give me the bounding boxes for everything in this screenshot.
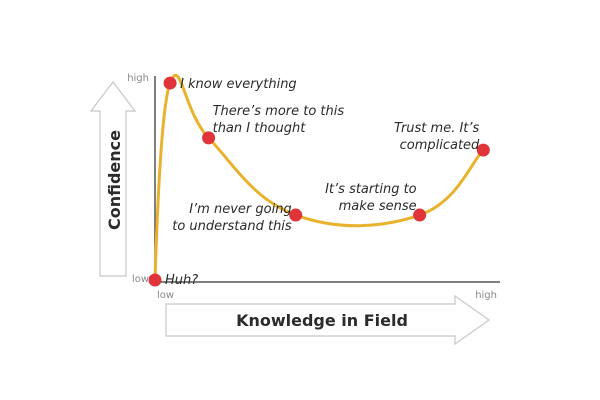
annotation-2: I know everything	[180, 77, 297, 92]
y-axis-title: Confidence	[105, 130, 124, 230]
data-point-5	[413, 208, 427, 222]
data-point-6	[476, 143, 490, 157]
annotation-3-line-1: There’s more to this	[213, 104, 345, 119]
data-point-4	[289, 208, 303, 222]
annotation-2-line-1: I know everything	[180, 77, 297, 92]
annotation-3-line-2: than I thought	[213, 121, 307, 136]
annotation-4-line-1: I’m never going	[189, 202, 291, 217]
annotation-5-line-1: It’s starting to	[325, 182, 417, 197]
annotation-1: Huh?	[165, 273, 198, 288]
annotation-6-line-1: Trust me. It’s	[394, 121, 480, 136]
x-tick-high: high	[475, 290, 497, 301]
annotation-1-line-1: Huh?	[165, 273, 198, 288]
x-axis-title: Knowledge in Field	[236, 311, 408, 330]
x-tick-low: low	[157, 290, 174, 301]
knowledge-arrow-icon	[165, 294, 491, 346]
annotation-5: It’s starting to make sense	[325, 182, 417, 214]
y-tick-low: low	[132, 274, 149, 285]
annotation-5-line-2: make sense	[339, 199, 417, 214]
data-point-3	[202, 131, 216, 145]
confidence-arrow-icon	[89, 81, 137, 277]
annotation-3: There’s more to this than I thought	[213, 104, 345, 136]
annotation-6-line-2: complicated	[400, 138, 480, 153]
data-point-2	[163, 76, 177, 90]
annotation-4-line-2: to understand this	[172, 219, 292, 234]
annotation-6: Trust me. It’s complicated	[394, 121, 480, 153]
annotation-4: I’m never going to understand this	[172, 202, 292, 234]
data-point-1	[148, 273, 162, 287]
y-tick-high: high	[127, 73, 149, 84]
